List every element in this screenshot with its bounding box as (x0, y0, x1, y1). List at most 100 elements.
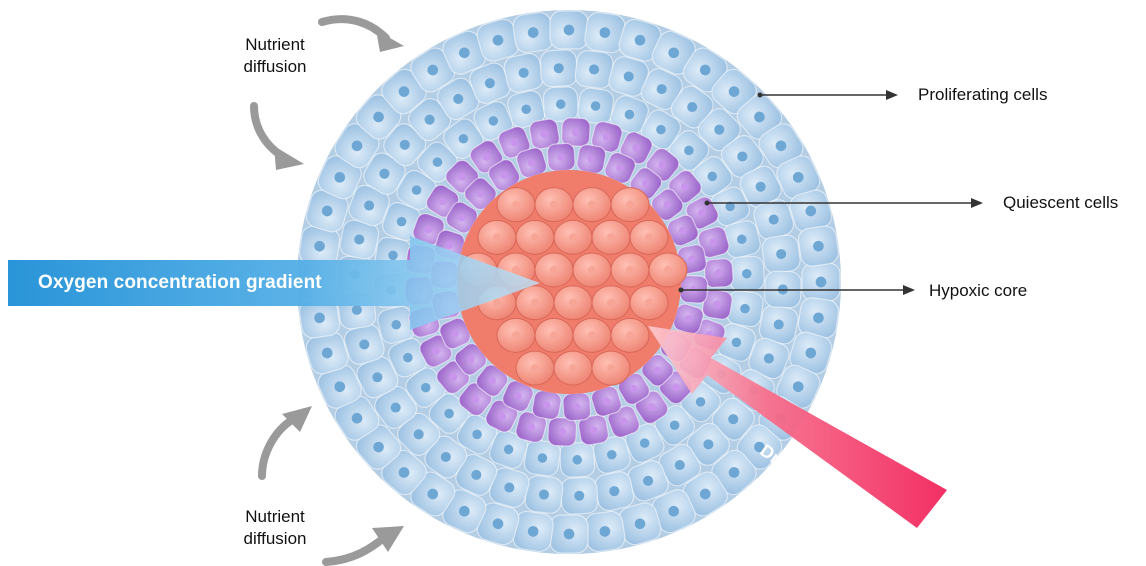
hypoxic-cell-nucleus (493, 299, 501, 307)
proliferating-cell-nucleus (400, 140, 410, 150)
hypoxic-cell-nucleus (588, 266, 596, 274)
hypoxic-cell-nucleus (626, 201, 634, 209)
proliferating-cell-nucleus (412, 185, 422, 195)
proliferating-cell-nucleus (668, 47, 679, 58)
proliferating-cell-nucleus (675, 460, 685, 470)
proliferating-cell-nucleus (489, 116, 499, 126)
proliferating-cell-nucleus (485, 78, 495, 88)
proliferating-cell-nucleus (528, 526, 539, 537)
quiescent-cell-nucleus (451, 330, 459, 338)
proliferating-cell-nucleus (472, 430, 482, 440)
proliferating-cell-nucleus (793, 172, 804, 183)
quiescent-cells-label: Quiescent cells (1003, 192, 1118, 214)
proliferating-cell-nucleus (556, 99, 566, 109)
proliferating-cell-nucleus (700, 65, 711, 76)
proliferating-cell-nucleus (703, 439, 713, 449)
quiescent-cell-nucleus (488, 377, 496, 385)
quiescent-cell-nucleus (616, 164, 624, 172)
hypoxic-cell-nucleus (607, 299, 615, 307)
proliferating-cell-nucleus (643, 476, 653, 486)
proliferating-cell-nucleus (388, 251, 398, 261)
quiescent-cell-nucleus (527, 423, 535, 431)
quiescent-cell-nucleus (458, 214, 466, 222)
hypoxic-cell-nucleus (569, 233, 577, 241)
proliferating-cell-nucleus (564, 529, 575, 540)
hypoxic-cell-nucleus (512, 331, 520, 339)
proliferating-cell-nucleus (754, 112, 765, 123)
proliferating-cells-label: Proliferating cells (918, 84, 1047, 106)
hypoxic-cell-nucleus (569, 364, 577, 372)
nutrient-label-top-line2: diffusion (220, 56, 330, 78)
proliferating-cell-nucleus (322, 348, 333, 359)
hypoxic-cell-nucleus (569, 299, 577, 307)
proliferating-cell-nucleus (391, 320, 401, 330)
proliferating-cell-nucleus (453, 94, 463, 104)
nutrient-label-top-line1: Nutrient (220, 34, 330, 56)
proliferating-cell-nucleus (684, 146, 694, 156)
proliferating-cell-nucleus (657, 84, 667, 94)
proliferating-cell-nucleus (740, 304, 750, 314)
proliferating-cell-nucleus (572, 455, 582, 465)
nutrient-label-bottom-line1: Nutrient (220, 506, 330, 528)
quiescent-cell-nucleus (439, 197, 447, 205)
proliferating-cell-nucleus (427, 65, 438, 76)
proliferating-cell-nucleus (493, 518, 504, 529)
proliferating-cell-nucleus (421, 383, 431, 393)
proliferating-cell-nucleus (813, 241, 824, 252)
proliferating-cell-nucleus (372, 372, 382, 382)
quiescent-cell-nucleus (477, 190, 485, 198)
proliferating-cell-nucleus (459, 134, 469, 144)
proliferating-cell-nucleus (708, 172, 718, 182)
quiescent-cell-nucleus (698, 209, 706, 217)
hypoxic-cell-nucleus (607, 364, 615, 372)
proliferating-cell-nucleus (441, 452, 451, 462)
proliferating-cell-nucleus (364, 201, 374, 211)
proliferating-cell-nucleus (528, 27, 539, 38)
quiescent-cell-nucleus (514, 392, 522, 400)
hypoxic-cell-nucleus (531, 299, 539, 307)
proliferating-cell-nucleus (805, 206, 816, 217)
hypoxic-cell-nucleus (531, 233, 539, 241)
quiescent-cell-nucleus (432, 347, 440, 355)
proliferating-cell-nucleus (354, 234, 364, 244)
proliferating-cell-nucleus (519, 68, 529, 78)
proliferating-cell-nucleus (391, 402, 401, 412)
quiescent-cell-nucleus (467, 356, 475, 364)
quiescent-cell-nucleus (541, 130, 549, 138)
hypoxic-cell-nucleus (512, 266, 520, 274)
proliferating-cell-nucleus (589, 64, 599, 74)
proliferating-cell-nucleus (805, 348, 816, 359)
quiescent-cell-nucleus (715, 269, 723, 277)
quiescent-cell-nucleus (572, 128, 580, 136)
proliferating-cell-nucleus (776, 140, 787, 151)
proliferating-cell-nucleus (564, 25, 575, 36)
proliferating-cell-nucleus (538, 453, 548, 463)
proliferating-cell-nucleus (471, 470, 481, 480)
proliferating-cell-nucleus (793, 381, 804, 392)
quiescent-cell-nucleus (688, 255, 696, 263)
hypoxic-cell-nucleus (626, 331, 634, 339)
proliferating-cell-nucleus (640, 438, 650, 448)
quiescent-cell-nucleus (472, 395, 480, 403)
proliferating-cell-nucleus (742, 269, 752, 279)
proliferating-cell-nucleus (314, 241, 325, 252)
pointer-proliferating (758, 90, 899, 100)
proliferating-cell-nucleus (359, 339, 369, 349)
proliferating-cell-nucleus (521, 104, 531, 114)
proliferating-cell-nucleus (670, 421, 680, 431)
quiescent-cell-nucleus (603, 397, 611, 405)
proliferating-cell-nucleus (334, 381, 345, 392)
proliferating-cell-nucleus (425, 115, 435, 125)
proliferating-cell-nucleus (607, 450, 617, 460)
proliferating-cell-nucleus (399, 467, 410, 478)
nutrient-arrow-bottom-1 (262, 406, 312, 476)
proliferating-cell-nucleus (700, 489, 711, 500)
quiescent-cell-nucleus (659, 161, 667, 169)
proliferating-cell-nucleus (314, 313, 325, 324)
hypoxic-cell-nucleus (645, 299, 653, 307)
proliferating-cell-nucleus (574, 491, 584, 501)
quiescent-cell-nucleus (498, 412, 506, 420)
proliferating-cell-nucleus (729, 86, 740, 97)
proliferating-cell-nucleus (635, 35, 646, 46)
proliferating-cell-nucleus (554, 63, 564, 73)
